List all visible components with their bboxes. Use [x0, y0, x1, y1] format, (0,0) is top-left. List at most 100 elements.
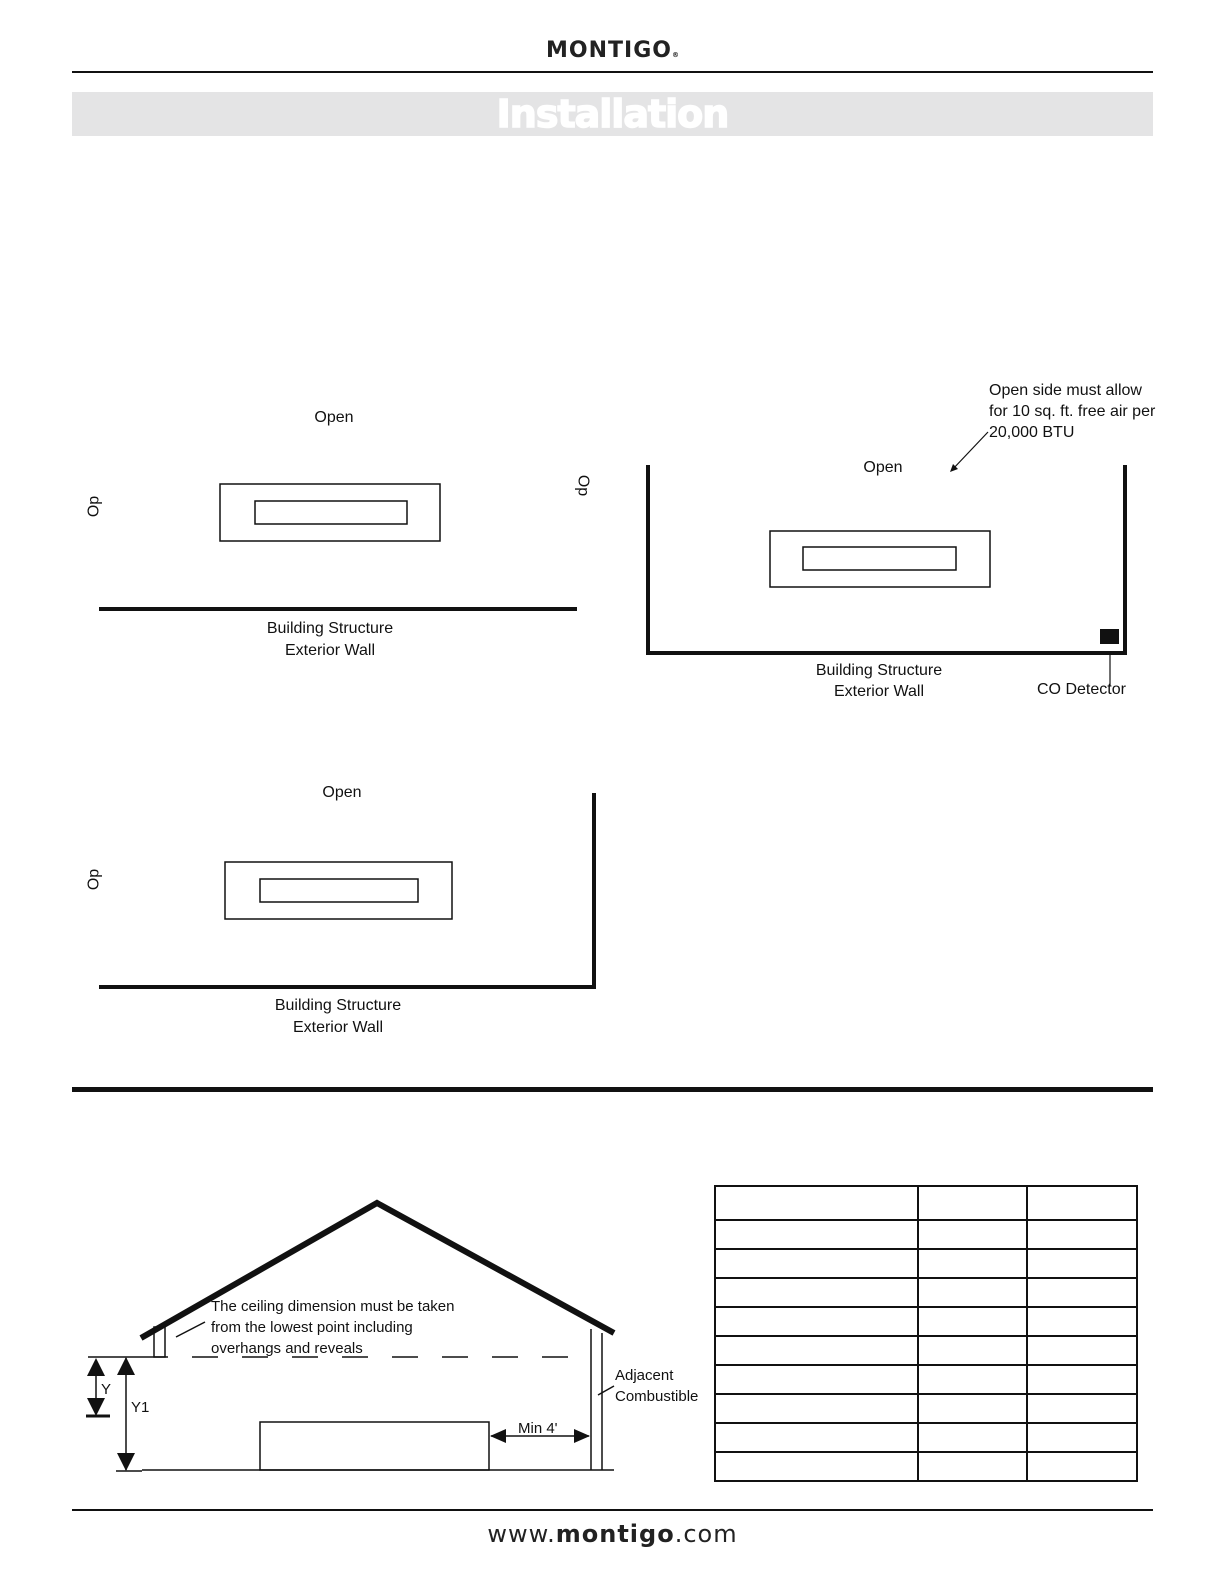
wall-label-line-1: Building Structure [815, 662, 943, 679]
table-cell [916, 1451, 1029, 1482]
min-arrow-right [574, 1429, 590, 1443]
table-cell [916, 1364, 1029, 1395]
adjacent-label-line-1: Adjacent [615, 1367, 674, 1384]
wall-label-line-2: Exterior Wall [833, 683, 925, 700]
brand-name: MONTIGO [546, 38, 672, 63]
open-label: Open [322, 784, 362, 801]
min-clearance-label: Min 4' [518, 1420, 558, 1437]
table-cell [714, 1248, 919, 1279]
fireplace-unit [259, 1421, 490, 1471]
roof [139, 1199, 616, 1341]
table-cell [916, 1219, 1029, 1250]
footer-url-prefix: www. [487, 1520, 556, 1548]
free-air-note-line-3: 20,000 BTU [989, 424, 1075, 441]
table-row [714, 1306, 1138, 1337]
table-cell [916, 1335, 1029, 1366]
table-cell [916, 1306, 1029, 1337]
footer-url-suffix: .com [674, 1520, 738, 1548]
diagram-one-wall [99, 483, 577, 611]
diagram-three-walls [646, 431, 1127, 686]
table-row [714, 1219, 1138, 1250]
table-cell [714, 1364, 919, 1395]
y-arrow-top [87, 1358, 105, 1376]
table-cell [1026, 1219, 1138, 1250]
table-cell [1026, 1306, 1138, 1337]
ceiling-note-line-1: The ceiling dimension must be taken [211, 1298, 455, 1315]
table-cell [1026, 1451, 1138, 1482]
wall-label-line-1: Building Structure [274, 997, 402, 1014]
table-cell [714, 1451, 919, 1482]
open-label: Open [863, 459, 903, 476]
table-cell [916, 1422, 1029, 1453]
table-row [714, 1451, 1138, 1482]
table-cell [1026, 1185, 1138, 1221]
adjacent-label-line-2: Combustible [615, 1388, 699, 1405]
clearance-table [714, 1185, 1138, 1482]
table-cell [714, 1393, 919, 1424]
table-cell [1026, 1393, 1138, 1424]
table-cell [714, 1185, 919, 1221]
y-arrow-bottom [87, 1398, 105, 1416]
section-divider [72, 1087, 1153, 1092]
y-dimension-label: Y [101, 1381, 112, 1398]
banner-title: Installation [496, 91, 730, 137]
wall-label-line-2: Exterior Wall [284, 642, 376, 659]
table-cell [1026, 1335, 1138, 1366]
note-pointer [951, 431, 989, 471]
table-cell [1026, 1248, 1138, 1279]
fireplace-inner [254, 500, 408, 525]
ceiling-note-line-3: overhangs and reveals [211, 1340, 363, 1357]
wall-label-line-1: Building Structure [266, 620, 394, 637]
side-open-label: Op [85, 868, 103, 891]
table-cell [714, 1277, 919, 1308]
table-cell [916, 1277, 1029, 1308]
ceiling-diagram [86, 1199, 616, 1472]
fireplace-inner [259, 878, 419, 903]
table-cell [1026, 1422, 1138, 1453]
table-row [714, 1393, 1138, 1424]
co-detector-label: CO Detector [1037, 681, 1126, 698]
fireplace-outer [769, 530, 991, 588]
table-row [714, 1335, 1138, 1366]
table-cell [714, 1422, 919, 1453]
table-row [714, 1422, 1138, 1453]
table-cell [714, 1306, 919, 1337]
co-detector [1100, 629, 1119, 644]
exterior-wall [99, 793, 596, 989]
ceiling-note-line-2: from the lowest point including [211, 1319, 413, 1336]
header-rule [72, 71, 1153, 73]
y1-arrow-top [117, 1357, 135, 1375]
open-label: Open [314, 409, 354, 426]
table-cell [1026, 1277, 1138, 1308]
table-cell [916, 1185, 1029, 1221]
table-row [714, 1248, 1138, 1279]
fireplace-inner [802, 546, 957, 571]
min-arrow-left [490, 1429, 506, 1443]
table-cell [916, 1393, 1029, 1424]
table-header-row [714, 1185, 1138, 1221]
table-cell [714, 1335, 919, 1366]
exterior-wall [646, 465, 1127, 655]
section-banner: Installation [72, 91, 1153, 137]
free-air-note-line-2: for 10 sq. ft. free air per [989, 403, 1156, 420]
fireplace-outer [224, 861, 453, 920]
table-row [714, 1277, 1138, 1308]
table-cell [714, 1219, 919, 1250]
side-open-label: Op [85, 495, 103, 518]
wall-label-line-2: Exterior Wall [292, 1019, 384, 1036]
adjacent-leader [597, 1385, 615, 1396]
fireplace-outer [219, 483, 441, 542]
table-cell [1026, 1364, 1138, 1395]
note-pointer-arrow [950, 464, 958, 472]
diagram-two-walls [99, 793, 596, 989]
free-air-note-line-1: Open side must allow [989, 382, 1142, 399]
table-row [714, 1364, 1138, 1395]
brand-logo: MONTIGO® [0, 38, 1225, 63]
footer-url[interactable]: www.montigo.com [0, 1520, 1225, 1548]
registered-mark: ® [671, 51, 679, 59]
y1-arrow-bottom [117, 1453, 135, 1471]
ceiling-note-leader [175, 1321, 206, 1338]
y1-dimension-label: Y1 [131, 1399, 150, 1416]
footer-url-brand: montigo [555, 1520, 675, 1548]
